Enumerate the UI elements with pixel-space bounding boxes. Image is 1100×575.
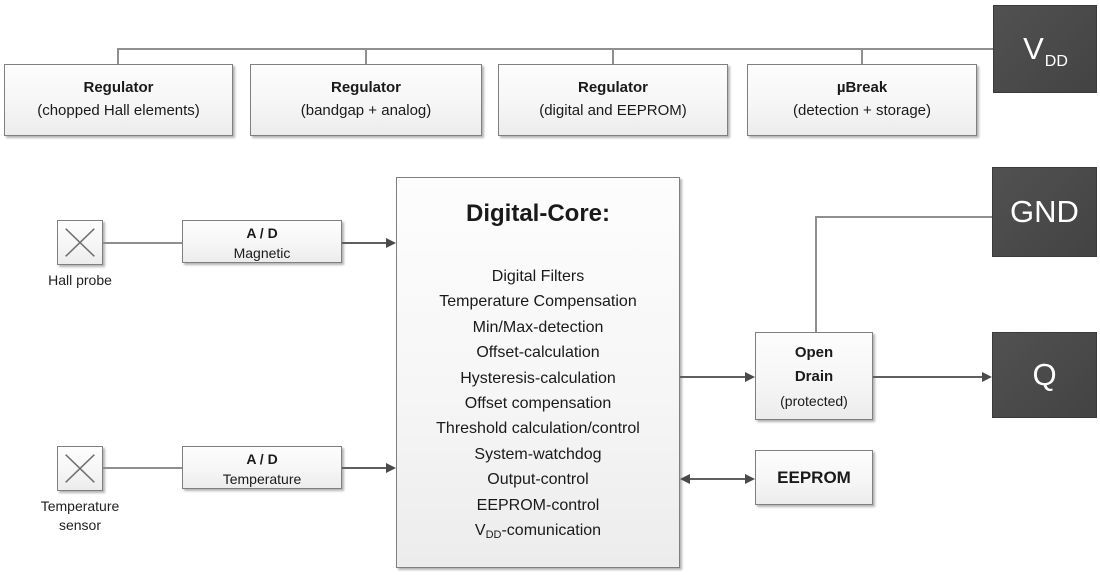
block-title: Regulator — [330, 79, 401, 96]
open-drain-line3: (protected) — [780, 393, 848, 409]
adc-temperature-to-core-line — [342, 467, 388, 469]
core-to-opendrain-line — [680, 376, 747, 378]
cross-icon — [65, 228, 95, 257]
core-function: Digital Filters — [491, 268, 585, 285]
adc-magnetic-to-core-line — [342, 242, 388, 244]
adc-temperature-block: A / D Temperature — [182, 446, 342, 489]
digital-core-block: Digital-Core: Digital Filters Temperatur… — [396, 177, 680, 568]
hall-probe-symbol — [57, 220, 103, 265]
core-function: Threshold calculation/control — [436, 420, 640, 438]
eeprom-block: EEPROM — [755, 450, 873, 505]
adc-line2: Magnetic — [233, 245, 291, 261]
bus-drop-4 — [861, 48, 863, 64]
core-to-eeprom-line — [689, 478, 747, 480]
arrowhead-right-icon — [386, 463, 396, 473]
hall-to-adc-line — [103, 242, 182, 244]
temperature-sensor-label: Temperature sensor — [40, 498, 120, 533]
vdd-label: VDD — [1023, 31, 1068, 70]
vdd-bus-line — [118, 48, 993, 50]
arrowhead-right-icon — [745, 474, 755, 484]
block-subtitle: (digital and EEPROM) — [539, 102, 687, 119]
block-title: µBreak — [836, 79, 888, 96]
core-function: VDD-comunication — [474, 522, 602, 542]
arrowhead-right-icon — [745, 372, 755, 382]
bus-drop-2 — [365, 48, 367, 64]
gnd-pin: GND — [992, 167, 1097, 257]
gnd-vertical-line — [815, 216, 817, 332]
block-title: Regulator — [577, 79, 648, 96]
arrowhead-right-icon — [386, 238, 396, 248]
cross-icon — [65, 454, 95, 483]
arrowhead-right-icon — [982, 372, 992, 382]
q-label: Q — [1032, 357, 1057, 392]
temperature-sensor-symbol — [57, 446, 103, 491]
block-title: Regulator — [83, 79, 154, 96]
core-function: System-watchdog — [474, 445, 602, 463]
digital-core-title: Digital-Core: — [466, 200, 610, 227]
core-function: Hysteresis-calculation — [460, 369, 616, 387]
temp-to-adc-line — [103, 467, 182, 469]
arrowhead-left-icon — [680, 474, 690, 484]
open-drain-line1: Open — [794, 344, 834, 361]
open-drain-block: Open Drain (protected) — [755, 332, 873, 420]
ubreak-block: µBreak (detection + storage) — [747, 64, 977, 136]
opendrain-to-q-line — [873, 376, 984, 378]
q-pin: Q — [992, 332, 1097, 418]
gnd-label: GND — [1010, 194, 1079, 229]
adc-line1: A / D — [246, 225, 278, 241]
open-drain-line2: Drain — [794, 368, 834, 385]
adc-line1: A / D — [246, 451, 278, 467]
regulator-hall-block: Regulator (chopped Hall elements) — [4, 64, 233, 136]
bus-drop-1 — [117, 48, 119, 64]
hall-probe-label: Hall probe — [48, 272, 112, 288]
core-function: EEPROM-control — [476, 496, 600, 514]
block-subtitle: (detection + storage) — [793, 102, 931, 119]
core-function: Offset-calculation — [476, 344, 600, 362]
eeprom-label: EEPROM — [777, 467, 851, 487]
core-function: Min/Max-detection — [472, 318, 604, 336]
regulator-digital-block: Regulator (digital and EEPROM) — [498, 64, 728, 136]
adc-magnetic-block: A / D Magnetic — [182, 220, 342, 263]
core-function: Offset compensation — [464, 395, 612, 413]
core-function: Temperature Compensation — [439, 293, 637, 311]
gnd-horizontal-line — [815, 216, 992, 218]
vdd-pin: VDD — [993, 5, 1097, 93]
regulator-bandgap-block: Regulator (bandgap + analog) — [250, 64, 482, 136]
core-function: Output-control — [487, 471, 589, 489]
bus-drop-3 — [612, 48, 614, 64]
block-subtitle: (bandgap + analog) — [300, 102, 432, 119]
adc-line2: Temperature — [222, 471, 302, 487]
block-subtitle: (chopped Hall elements) — [37, 102, 200, 119]
